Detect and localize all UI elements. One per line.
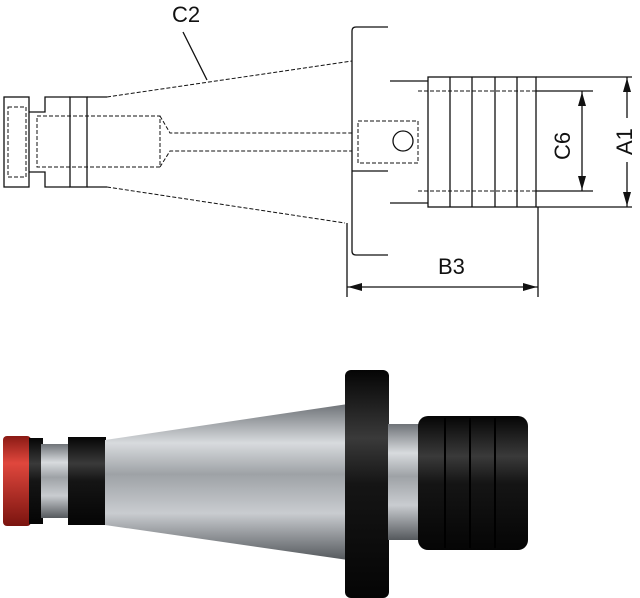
red-cap bbox=[3, 436, 31, 526]
knob-shank bbox=[41, 444, 71, 518]
retention-knob-base bbox=[29, 438, 43, 524]
taper-cone bbox=[105, 404, 348, 560]
clamping-sleeve bbox=[418, 416, 528, 550]
shank bbox=[388, 424, 422, 540]
flange bbox=[345, 370, 389, 598]
dimension-c2: C2 bbox=[172, 2, 208, 81]
tool-holder-outline bbox=[3, 26, 537, 256]
dimension-a1: A1 bbox=[536, 76, 637, 208]
technical-drawing: C2 C6 A1 B3 bbox=[3, 2, 637, 297]
dimension-b3: B3 bbox=[346, 207, 539, 297]
label-b3: B3 bbox=[438, 254, 465, 279]
label-a1: A1 bbox=[612, 128, 637, 155]
label-c6: C6 bbox=[550, 132, 575, 160]
label-c2: C2 bbox=[172, 2, 200, 27]
collar bbox=[68, 437, 106, 525]
dimension-c6: C6 bbox=[536, 90, 593, 192]
